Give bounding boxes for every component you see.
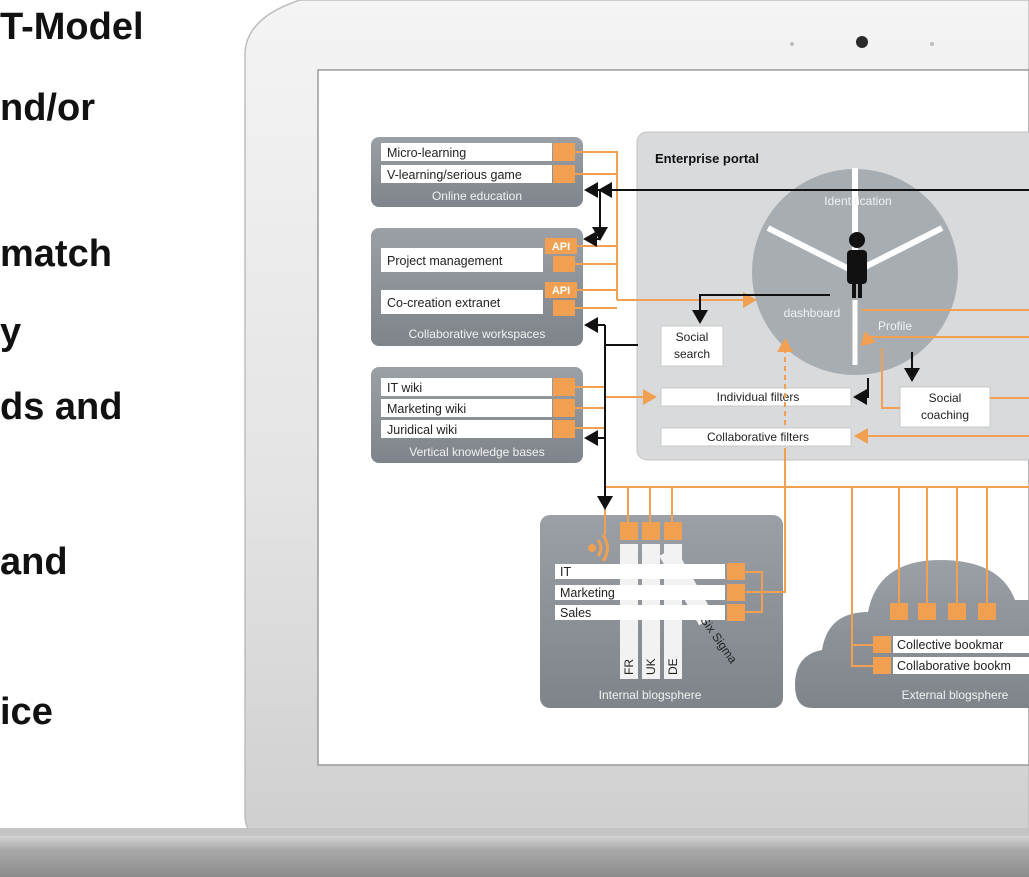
social-search-label-1: Social xyxy=(676,330,709,344)
blog-item-it: IT xyxy=(560,565,571,579)
rss-icon xyxy=(727,584,745,601)
profile-label: Profile xyxy=(878,319,912,333)
individual-filters-box xyxy=(660,387,852,407)
workspace-item-2: Co-creation extranet xyxy=(387,296,501,310)
collaborative-workspaces-title: Collaborative workspaces xyxy=(409,327,546,341)
knowledge-item-2: Marketing wiki xyxy=(387,402,466,416)
collaborative-filters-box xyxy=(660,427,852,447)
api-icon xyxy=(545,282,577,298)
rss-icon xyxy=(918,603,936,620)
camera-dot-left xyxy=(790,42,794,46)
social-coaching-label-1: Social xyxy=(929,391,962,405)
rss-icon xyxy=(553,399,575,417)
online-education-item-1: Micro-learning xyxy=(387,146,466,160)
social-search-label-2: search xyxy=(674,347,710,361)
slide-line-7: ice xyxy=(0,691,53,733)
rss-icon xyxy=(642,522,660,540)
column-label-fr: FR xyxy=(622,659,636,675)
online-education-item-2: V-learning/serious game xyxy=(387,168,522,182)
internal-blogsphere-title: Internal blogsphere xyxy=(599,688,702,702)
rss-icon xyxy=(873,657,891,674)
rss-icon xyxy=(620,522,638,540)
blog-item-marketing: Marketing xyxy=(560,586,615,600)
dashboard-label: dashboard xyxy=(784,306,841,320)
rss-icon xyxy=(553,378,575,396)
slide-line-1: T-Model xyxy=(0,6,144,48)
rss-icon xyxy=(978,603,996,620)
api-icon-label: API xyxy=(552,285,570,297)
rss-icon xyxy=(727,563,745,580)
social-search-box xyxy=(660,325,724,367)
divider-left xyxy=(766,225,857,275)
slide-line-2: nd/or xyxy=(0,87,95,129)
knowledge-item-1: IT wiki xyxy=(387,381,422,395)
api-icon-label: API xyxy=(552,241,570,253)
rss-icon xyxy=(873,636,891,653)
column-label-de: DE xyxy=(666,658,680,675)
identification-label: Identification xyxy=(824,194,891,208)
column-label-uk: UK xyxy=(644,658,658,675)
external-item-1: Collective bookmar xyxy=(897,638,1003,652)
workspace-item-1: Project management xyxy=(387,254,503,268)
black-connectors xyxy=(583,182,1029,510)
camera-dot-right xyxy=(930,42,934,46)
rss-icon xyxy=(727,604,745,621)
rss-icon xyxy=(553,256,575,272)
person-icon xyxy=(847,232,867,298)
rss-icon xyxy=(948,603,966,620)
laptop-hinge xyxy=(0,828,1029,836)
slide-line-5: ds and xyxy=(0,386,123,428)
blog-item-sales: Sales xyxy=(560,606,591,620)
rss-icon xyxy=(664,522,682,540)
rss-icon xyxy=(553,143,575,161)
api-icon xyxy=(545,238,577,254)
collaborative-filters-label: Collaborative filters xyxy=(707,430,809,444)
knowledge-item-3: Juridical wiki xyxy=(387,423,457,437)
external-item-2: Collaborative bookm xyxy=(897,659,1011,673)
rss-icon xyxy=(553,165,575,183)
online-education-title: Online education xyxy=(432,189,522,203)
social-coaching-label-2: coaching xyxy=(921,408,969,422)
rss-icon xyxy=(890,603,908,620)
vertical-knowledge-title: Vertical knowledge bases xyxy=(409,445,544,459)
slide-line-4: y xyxy=(0,311,22,353)
social-coaching-box xyxy=(899,386,991,428)
external-blogsphere-title: External blogsphere xyxy=(902,688,1009,702)
rss-icon xyxy=(553,300,575,316)
rss-icon xyxy=(553,420,575,438)
broadcast-icon xyxy=(588,534,609,562)
divider-right xyxy=(853,225,944,275)
orange-connectors xyxy=(575,151,1029,667)
individual-filters-label: Individual filters xyxy=(717,390,800,404)
enterprise-portal-title: Enterprise portal xyxy=(655,151,759,166)
slide-line-3: match xyxy=(0,233,112,275)
camera-icon xyxy=(856,36,868,48)
laptop-base xyxy=(0,835,1029,877)
slide-line-6: and xyxy=(0,541,68,583)
